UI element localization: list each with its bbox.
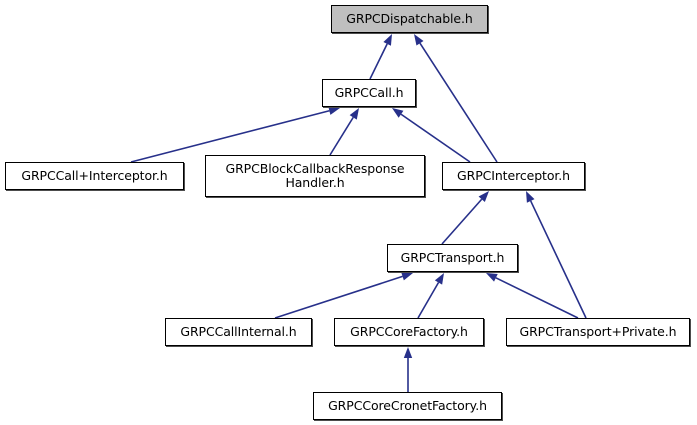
node-label: GRPCDispatchable.h [346, 11, 473, 26]
node-label: GRPCCall.h [334, 85, 404, 100]
edge-call-to-dispatchable [369, 34, 392, 80]
node-label: GRPCCallInternal.h [180, 324, 297, 339]
edge-transportprivate-to-transport [486, 273, 579, 319]
node-dispatchable[interactable]: GRPCDispatchable.h [331, 5, 488, 33]
edge-callinternal-to-transport [274, 272, 413, 319]
node-transport[interactable]: GRPCTransport.h [387, 244, 518, 272]
node-callinterceptor[interactable]: GRPCCall+Interceptor.h [5, 162, 184, 190]
edge-corefactory-to-transport [417, 273, 444, 319]
node-label: GRPCCoreFactory.h [350, 324, 468, 339]
edge-interceptor-to-dispatchable [414, 34, 498, 163]
edge-transport-to-interceptor [441, 191, 489, 245]
node-label: GRPCBlockCallbackResponse Handler.h [225, 161, 405, 190]
node-label: GRPCInterceptor.h [457, 168, 570, 183]
node-corefactory[interactable]: GRPCCoreFactory.h [334, 318, 484, 346]
node-label: GRPCCoreCronetFactory.h [328, 398, 487, 413]
edge-interceptor-to-call [392, 108, 471, 163]
edge-cronetfactory-to-corefactory [403, 347, 413, 392]
node-call[interactable]: GRPCCall.h [322, 79, 416, 107]
node-callinternal[interactable]: GRPCCallInternal.h [165, 318, 312, 346]
node-blockcallback[interactable]: GRPCBlockCallbackResponse Handler.h [205, 155, 425, 197]
node-label: GRPCTransport+Private.h [519, 324, 677, 339]
node-transportprivate[interactable]: GRPCTransport+Private.h [506, 318, 690, 346]
edge-callinterceptor-to-call [130, 106, 340, 163]
node-label: GRPCCall+Interceptor.h [21, 168, 168, 183]
node-cronetfactory[interactable]: GRPCCoreCronetFactory.h [313, 392, 502, 420]
node-label: GRPCTransport.h [400, 250, 505, 265]
edge-blockcallback-to-call [329, 108, 359, 156]
node-interceptor[interactable]: GRPCInterceptor.h [442, 162, 585, 190]
edge-transportprivate-to-interceptor [526, 191, 587, 319]
